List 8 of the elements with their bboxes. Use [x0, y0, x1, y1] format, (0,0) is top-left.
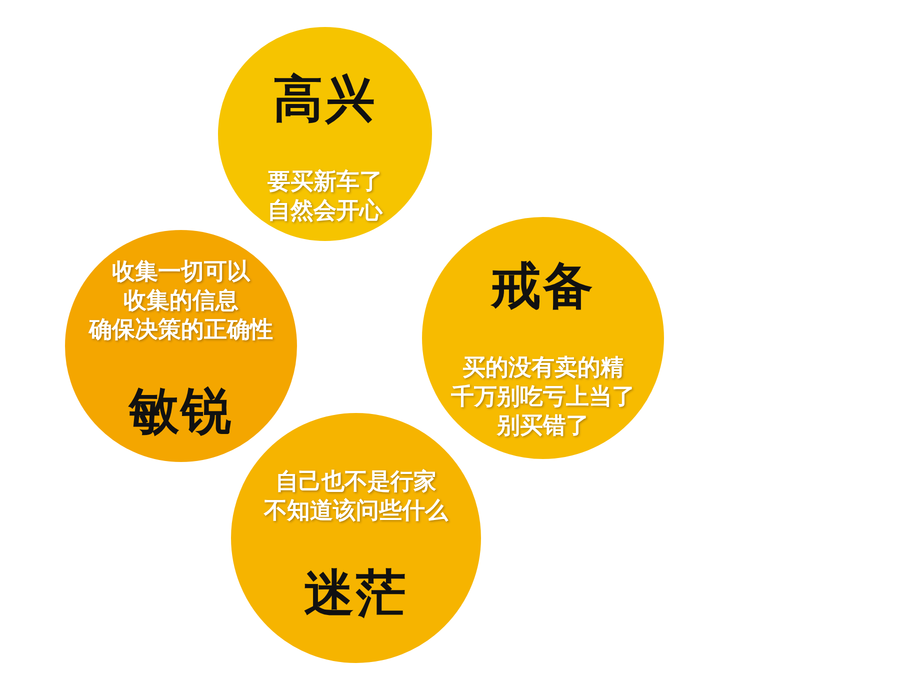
circle-text: 买的没有卖的精千万别吃亏上当了别买错了: [451, 354, 635, 441]
circle-heading: 戒备: [491, 256, 595, 316]
circle-heading: 敏锐: [129, 381, 233, 441]
circle-text: 收集一切可以收集的信息确保决策的正确性: [89, 258, 273, 345]
circle-text: 要买新车了自然会开心: [268, 168, 382, 226]
circle-heading: 高兴: [273, 69, 377, 129]
circle-heading: 迷茫: [304, 563, 408, 623]
circle-text: 自己也不是行家不知道该问些什么: [264, 468, 448, 526]
